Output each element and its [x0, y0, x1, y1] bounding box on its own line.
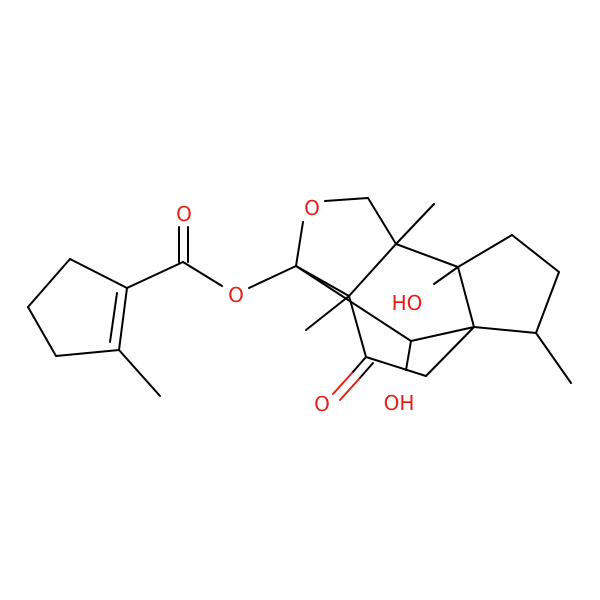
bond	[348, 243, 397, 297]
bond	[69, 258, 128, 289]
ketone-bond-1	[332, 372, 353, 395]
ketone-bond-2	[358, 362, 374, 380]
bond	[295, 221, 304, 267]
bond	[126, 261, 184, 289]
bond	[395, 243, 459, 268]
bond	[457, 234, 513, 268]
ester-oxygen-label: O	[228, 283, 244, 307]
polycyclic-core	[295, 197, 572, 401]
ketone-bond-2	[339, 378, 360, 401]
bond	[425, 326, 475, 377]
atom-labels: O O O O HO OH	[176, 196, 422, 416]
carbonyl-oxygen-label: O	[176, 202, 192, 226]
bond	[457, 266, 475, 328]
bond	[182, 261, 223, 287]
bond	[295, 265, 412, 342]
bond	[55, 349, 120, 357]
methyl-bond	[118, 349, 161, 397]
bond	[324, 197, 369, 202]
methyl-bond	[395, 203, 435, 245]
bond	[367, 197, 397, 245]
ring-oxygen-label: O	[304, 196, 320, 220]
ketone-oxygen-label: O	[314, 392, 330, 416]
bond	[27, 306, 57, 357]
methyl-bond	[535, 332, 572, 384]
bond	[248, 265, 297, 289]
bond	[473, 326, 537, 334]
hydroxyl-bond	[433, 266, 459, 285]
bond	[511, 234, 560, 273]
cyclopentene-ring	[27, 258, 161, 397]
bond	[365, 356, 427, 377]
double-bond-inner	[109, 292, 118, 343]
bond	[27, 258, 71, 308]
ester-group	[126, 226, 297, 289]
double-bond-outer	[118, 287, 128, 351]
bond	[535, 271, 560, 334]
hydroxyl-label: HO	[392, 291, 423, 315]
methyl-bond	[305, 295, 350, 331]
bond	[410, 326, 475, 342]
hydroxyl-bond	[405, 340, 412, 371]
ketone-bond-1	[351, 356, 367, 374]
hydroxyl-label: OH	[384, 391, 415, 415]
bond	[348, 295, 367, 358]
